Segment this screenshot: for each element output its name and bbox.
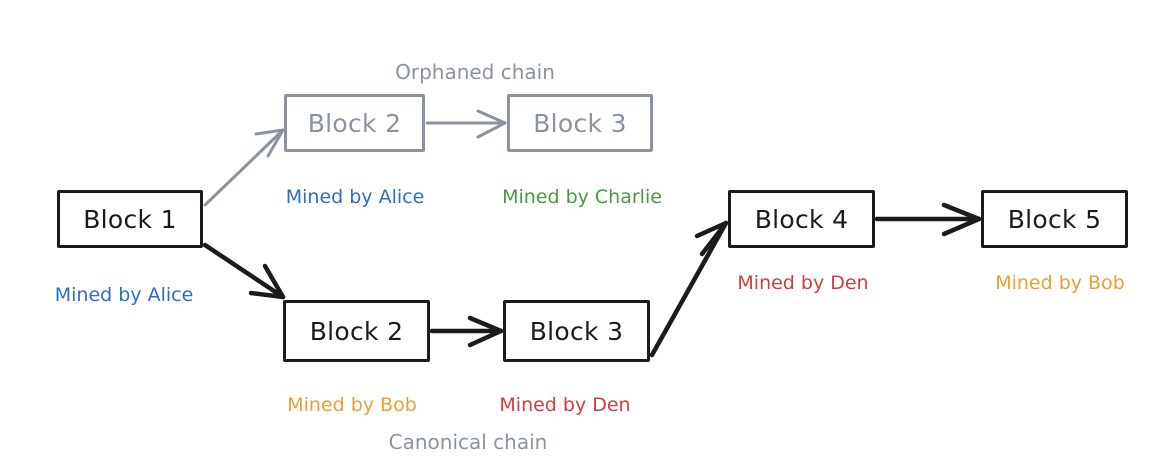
block-node-canonical-block-5[interactable]: Block 5 (981, 190, 1128, 248)
block-node-orphan-block-3[interactable]: Block 3 (507, 94, 653, 152)
block-label: Block 2 (307, 108, 402, 138)
miner-label-block-1: Mined by Alice (54, 284, 194, 306)
block-node-block-1[interactable]: Block 1 (57, 190, 203, 248)
arrow-block1-to-orphan-block2 (203, 128, 285, 207)
arrow-orphan-block2-to-orphan-block3 (425, 109, 507, 139)
block-node-canonical-block-4[interactable]: Block 4 (728, 190, 875, 248)
block-label: Block 5 (1007, 204, 1102, 234)
block-label: Block 1 (83, 204, 177, 234)
arrow-canonical-block3-to-block4 (649, 220, 729, 358)
block-node-orphan-block-2[interactable]: Block 2 (284, 94, 425, 152)
block-label: Block 3 (529, 316, 624, 346)
miner-label-orphan-block-3: Mined by Charlie (502, 186, 662, 208)
miner-label-canonical-block-2: Mined by Bob (287, 394, 417, 416)
block-node-canonical-block-3[interactable]: Block 3 (503, 300, 650, 362)
miner-label-canonical-block-4: Mined by Den (737, 272, 869, 294)
orphaned-chain-caption: Orphaned chain (395, 60, 555, 84)
miner-label-canonical-block-5: Mined by Bob (995, 272, 1125, 294)
block-label: Block 2 (309, 316, 404, 346)
canonical-chain-caption: Canonical chain (388, 430, 548, 454)
arrow-canonical-block2-to-block3 (429, 315, 504, 348)
block-node-canonical-block-2[interactable]: Block 2 (283, 300, 430, 362)
block-label: Block 3 (533, 108, 627, 138)
miner-label-canonical-block-3: Mined by Den (499, 394, 631, 416)
block-label: Block 4 (754, 204, 849, 234)
miner-label-orphan-block-2: Mined by Alice (285, 186, 425, 208)
arrow-canonical-block4-to-block5 (874, 202, 982, 237)
arrow-block1-to-canonical-block2 (202, 242, 286, 300)
